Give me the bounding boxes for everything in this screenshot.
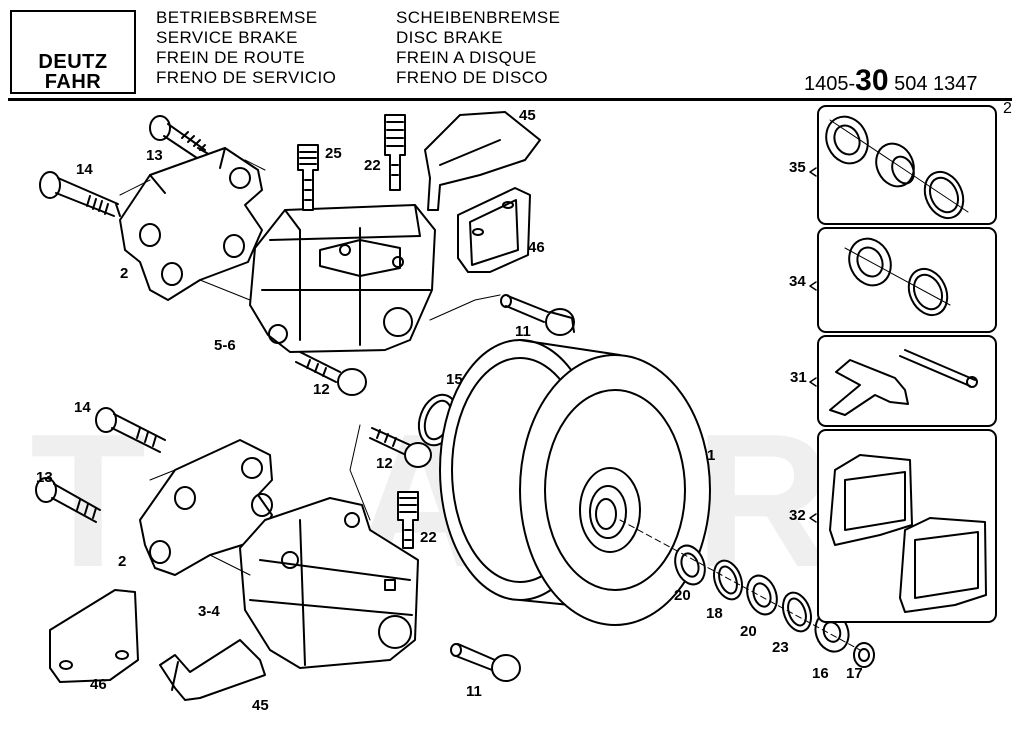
part-suffix: 504 1347 xyxy=(888,73,978,95)
callout-22-upper: 22 xyxy=(364,157,381,174)
callout-12-lower: 12 xyxy=(376,455,393,472)
callout-20-b: 20 xyxy=(740,623,757,640)
title-fr: FREIN DE ROUTE xyxy=(156,48,306,67)
callout-34: 34 xyxy=(789,273,806,290)
washer-20a xyxy=(674,544,706,586)
callout-46-upper: 46 xyxy=(528,239,545,256)
caliper-5-6-upper xyxy=(249,204,436,353)
bleed-screw-22-lower xyxy=(397,491,419,549)
seal-kit-34 xyxy=(844,237,951,317)
callout-23: 23 xyxy=(772,639,789,656)
kit-box-31 xyxy=(817,335,997,427)
header-title-col1: BETRIEBSBREMSE SERVICE BRAKE FREIN DE RO… xyxy=(156,8,336,88)
callout-16: 16 xyxy=(812,665,829,682)
deutz-fahr-logo: DEUTZ FAHR xyxy=(10,10,136,94)
caliper-3-4-lower xyxy=(239,497,419,669)
callout-22-lower: 22 xyxy=(420,529,437,546)
bolt-13-lower xyxy=(35,477,101,523)
brake-disc-1 xyxy=(439,339,711,626)
bolt-13-upper xyxy=(149,115,213,166)
logo-line-1: DEUTZ xyxy=(38,51,108,73)
callout-31: 31 xyxy=(790,369,807,386)
callout-3-4: 3-4 xyxy=(198,603,220,620)
washer-20b xyxy=(746,574,778,616)
bolt-12-upper xyxy=(295,351,367,396)
callout-1: 1 xyxy=(707,447,716,464)
subtitle-es: FRENO DE DISCO xyxy=(396,68,549,87)
callout-46-lower: 46 xyxy=(90,676,107,693)
bolt-12-lower xyxy=(369,427,432,468)
title-en: SERVICE BRAKE xyxy=(156,28,298,47)
callout-13-lower: 13 xyxy=(36,469,53,486)
circlip-23 xyxy=(781,591,813,633)
callout-18: 18 xyxy=(706,605,723,622)
bolt-14-lower xyxy=(95,407,166,453)
callout-15: 15 xyxy=(446,371,463,388)
callout-32: 32 xyxy=(789,507,806,524)
logo-line-2: FAHR xyxy=(44,71,102,93)
circlip-18 xyxy=(712,559,744,601)
callout-2-upper: 2 xyxy=(120,265,129,282)
subtitle-de: SCHEIBENBREMSE xyxy=(396,8,561,27)
part-prefix: 1405- xyxy=(804,73,856,95)
subtitle-en: DISC BRAKE xyxy=(396,28,503,47)
callout-45-lower: 45 xyxy=(252,697,269,714)
bracket-2-lower xyxy=(139,439,273,576)
title-de: BETRIEBSBREMSE xyxy=(156,8,318,27)
callout-2-lower: 2 xyxy=(118,553,127,570)
bolt-11-upper xyxy=(500,294,575,336)
subtitle-fr: FREIN A DISQUE xyxy=(396,48,537,67)
callout-25: 25 xyxy=(325,145,342,162)
part-group: 30 xyxy=(855,64,889,97)
bolt-14-upper xyxy=(39,171,121,217)
header-title-col2: SCHEIBENBREMSE DISC BRAKE FREIN A DISQUE… xyxy=(396,8,560,88)
pad-46-upper xyxy=(457,187,531,273)
kit-box-35 xyxy=(817,105,997,225)
bleed-screw-25 xyxy=(297,144,319,211)
pad-46-lower xyxy=(49,589,139,683)
callout-17: 17 xyxy=(846,665,863,682)
callout-14-upper: 14 xyxy=(76,161,93,178)
title-es: FRENO DE SERVICIO xyxy=(156,68,337,87)
pad-kit-32 xyxy=(829,454,987,613)
part-number: 1405-30 504 1347 xyxy=(804,64,978,98)
seal-kit-35 xyxy=(825,115,969,220)
callout-14-lower: 14 xyxy=(74,399,91,416)
callout-5-6: 5-6 xyxy=(214,337,236,354)
callout-11-lower: 11 xyxy=(466,683,482,700)
header-rule xyxy=(8,98,1012,101)
callout-11-upper: 11 xyxy=(515,323,531,340)
page-number: 2 xyxy=(1003,100,1012,117)
pin-kit-31 xyxy=(829,349,978,416)
bracket-2-upper xyxy=(119,147,263,301)
nut-17 xyxy=(853,642,875,668)
callout-12-upper: 12 xyxy=(313,381,330,398)
callout-13-upper: 13 xyxy=(146,147,163,164)
bolt-11-lower xyxy=(450,643,521,682)
callout-35: 35 xyxy=(789,159,806,176)
spring-clip-45-lower xyxy=(159,639,266,701)
kit-box-34 xyxy=(817,227,997,333)
callout-20-a: 20 xyxy=(674,587,691,604)
bleed-screw-22-upper xyxy=(384,114,406,191)
callout-45-upper: 45 xyxy=(519,107,536,124)
spring-clip-45-upper xyxy=(424,111,541,211)
